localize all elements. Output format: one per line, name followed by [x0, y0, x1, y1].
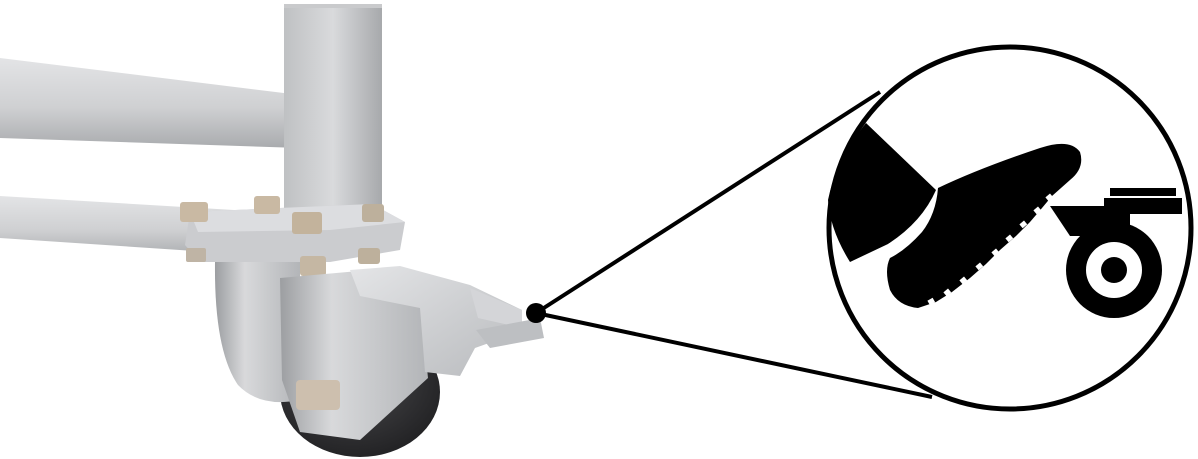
- callout: [526, 90, 933, 399]
- caster-wheel-icon: [1050, 188, 1182, 318]
- caster-assembly: [0, 4, 544, 457]
- callout-line-lower: [535, 311, 933, 399]
- bolts: [180, 196, 384, 276]
- shoe-icon: [887, 143, 1082, 308]
- foot-press-icon: [828, 123, 936, 262]
- callout-line-upper: [534, 90, 882, 315]
- axle-nut: [296, 380, 340, 410]
- swivel-housing: [214, 262, 300, 403]
- vertical-post: [284, 4, 382, 236]
- callout-pointer-dot: [526, 303, 546, 323]
- magnified-detail: [826, 44, 1194, 412]
- upper-beam: [0, 58, 300, 148]
